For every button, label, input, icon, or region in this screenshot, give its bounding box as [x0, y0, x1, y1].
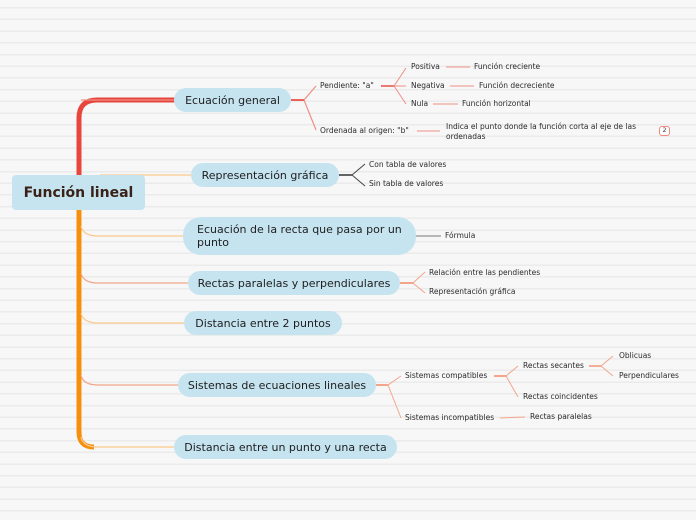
topic-rectas-paralelas-perpendiculares[interactable]: Rectas paralelas y perpendiculares [188, 271, 400, 295]
subtopic-funcion-creciente[interactable]: Función creciente [474, 62, 541, 71]
subtopic-sistemas-incompatibles[interactable]: Sistemas incompatibles [405, 413, 495, 422]
topic-ecuacion-general[interactable]: Ecuación general [174, 88, 291, 112]
topic-representacion-grafica[interactable]: Representación gráfica [191, 163, 339, 187]
topic-distancia-punto-recta[interactable]: Distancia entre un punto y una recta [174, 435, 397, 459]
subtopic-relacion-pendientes[interactable]: Relación entre las pendientes [429, 268, 541, 277]
subtopic-indica-punto[interactable]: Indica el punto donde la función corta a… [446, 122, 637, 141]
subtopic-sin-tabla[interactable]: Sin tabla de valores [369, 179, 444, 188]
collapsed-count-badge[interactable]: 2 [659, 126, 670, 136]
topic-label: Distancia entre un punto y una recta [184, 440, 387, 454]
topic-label: Distancia entre 2 puntos [195, 316, 331, 330]
subtopic-rectas-coincidentes[interactable]: Rectas coincidentes [523, 392, 598, 401]
subtopic-positiva[interactable]: Positiva [411, 62, 440, 71]
topic-label: Ecuación general [185, 93, 280, 107]
subtopic-con-tabla[interactable]: Con tabla de valores [369, 160, 447, 169]
topic-label: Ecuación de la recta que pasa por un pun… [197, 223, 402, 249]
subtopic-funcion-horizontal[interactable]: Función horizontal [462, 99, 531, 108]
topic-label: Sistemas de ecuaciones lineales [187, 378, 367, 392]
topic-label: Rectas paralelas y perpendiculares [197, 276, 391, 290]
subtopic-oblicuas[interactable]: Oblicuas [619, 351, 652, 360]
topic-distancia-2-puntos[interactable]: Distancia entre 2 puntos [184, 311, 342, 335]
subtopic-rectas-secantes[interactable]: Rectas secantes [523, 361, 584, 370]
subtopic-perpendiculares[interactable]: Perpendiculares [619, 371, 679, 380]
topic-label: Representación gráfica [201, 168, 329, 182]
topic-sistemas-ecuaciones[interactable]: Sistemas de ecuaciones lineales [178, 373, 376, 397]
subtopic-sistemas-compatibles[interactable]: Sistemas compatibles [405, 371, 488, 380]
subtopic-formula[interactable]: Fórmula [445, 231, 476, 240]
subtopic-negativa[interactable]: Negativa [411, 81, 445, 90]
subtopic-funcion-decreciente[interactable]: Función decreciente [479, 81, 555, 90]
subtopic-rectas-paralelas[interactable]: Rectas paralelas [530, 412, 592, 421]
topic-ecuacion-recta-punto[interactable]: Ecuación de la recta que pasa por un pun… [183, 217, 416, 255]
subtopic-nula[interactable]: Nula [411, 99, 429, 108]
subtopic-ordenada-origen[interactable]: Ordenada al origen: "b" [320, 126, 409, 135]
subtopic-representacion-grafica[interactable]: Representación gráfica [429, 287, 516, 296]
central-topic[interactable]: Función lineal [12, 175, 145, 210]
central-topic-label: Función lineal [23, 184, 134, 201]
subtopic-pendiente[interactable]: Pendiente: "a" [320, 81, 374, 90]
